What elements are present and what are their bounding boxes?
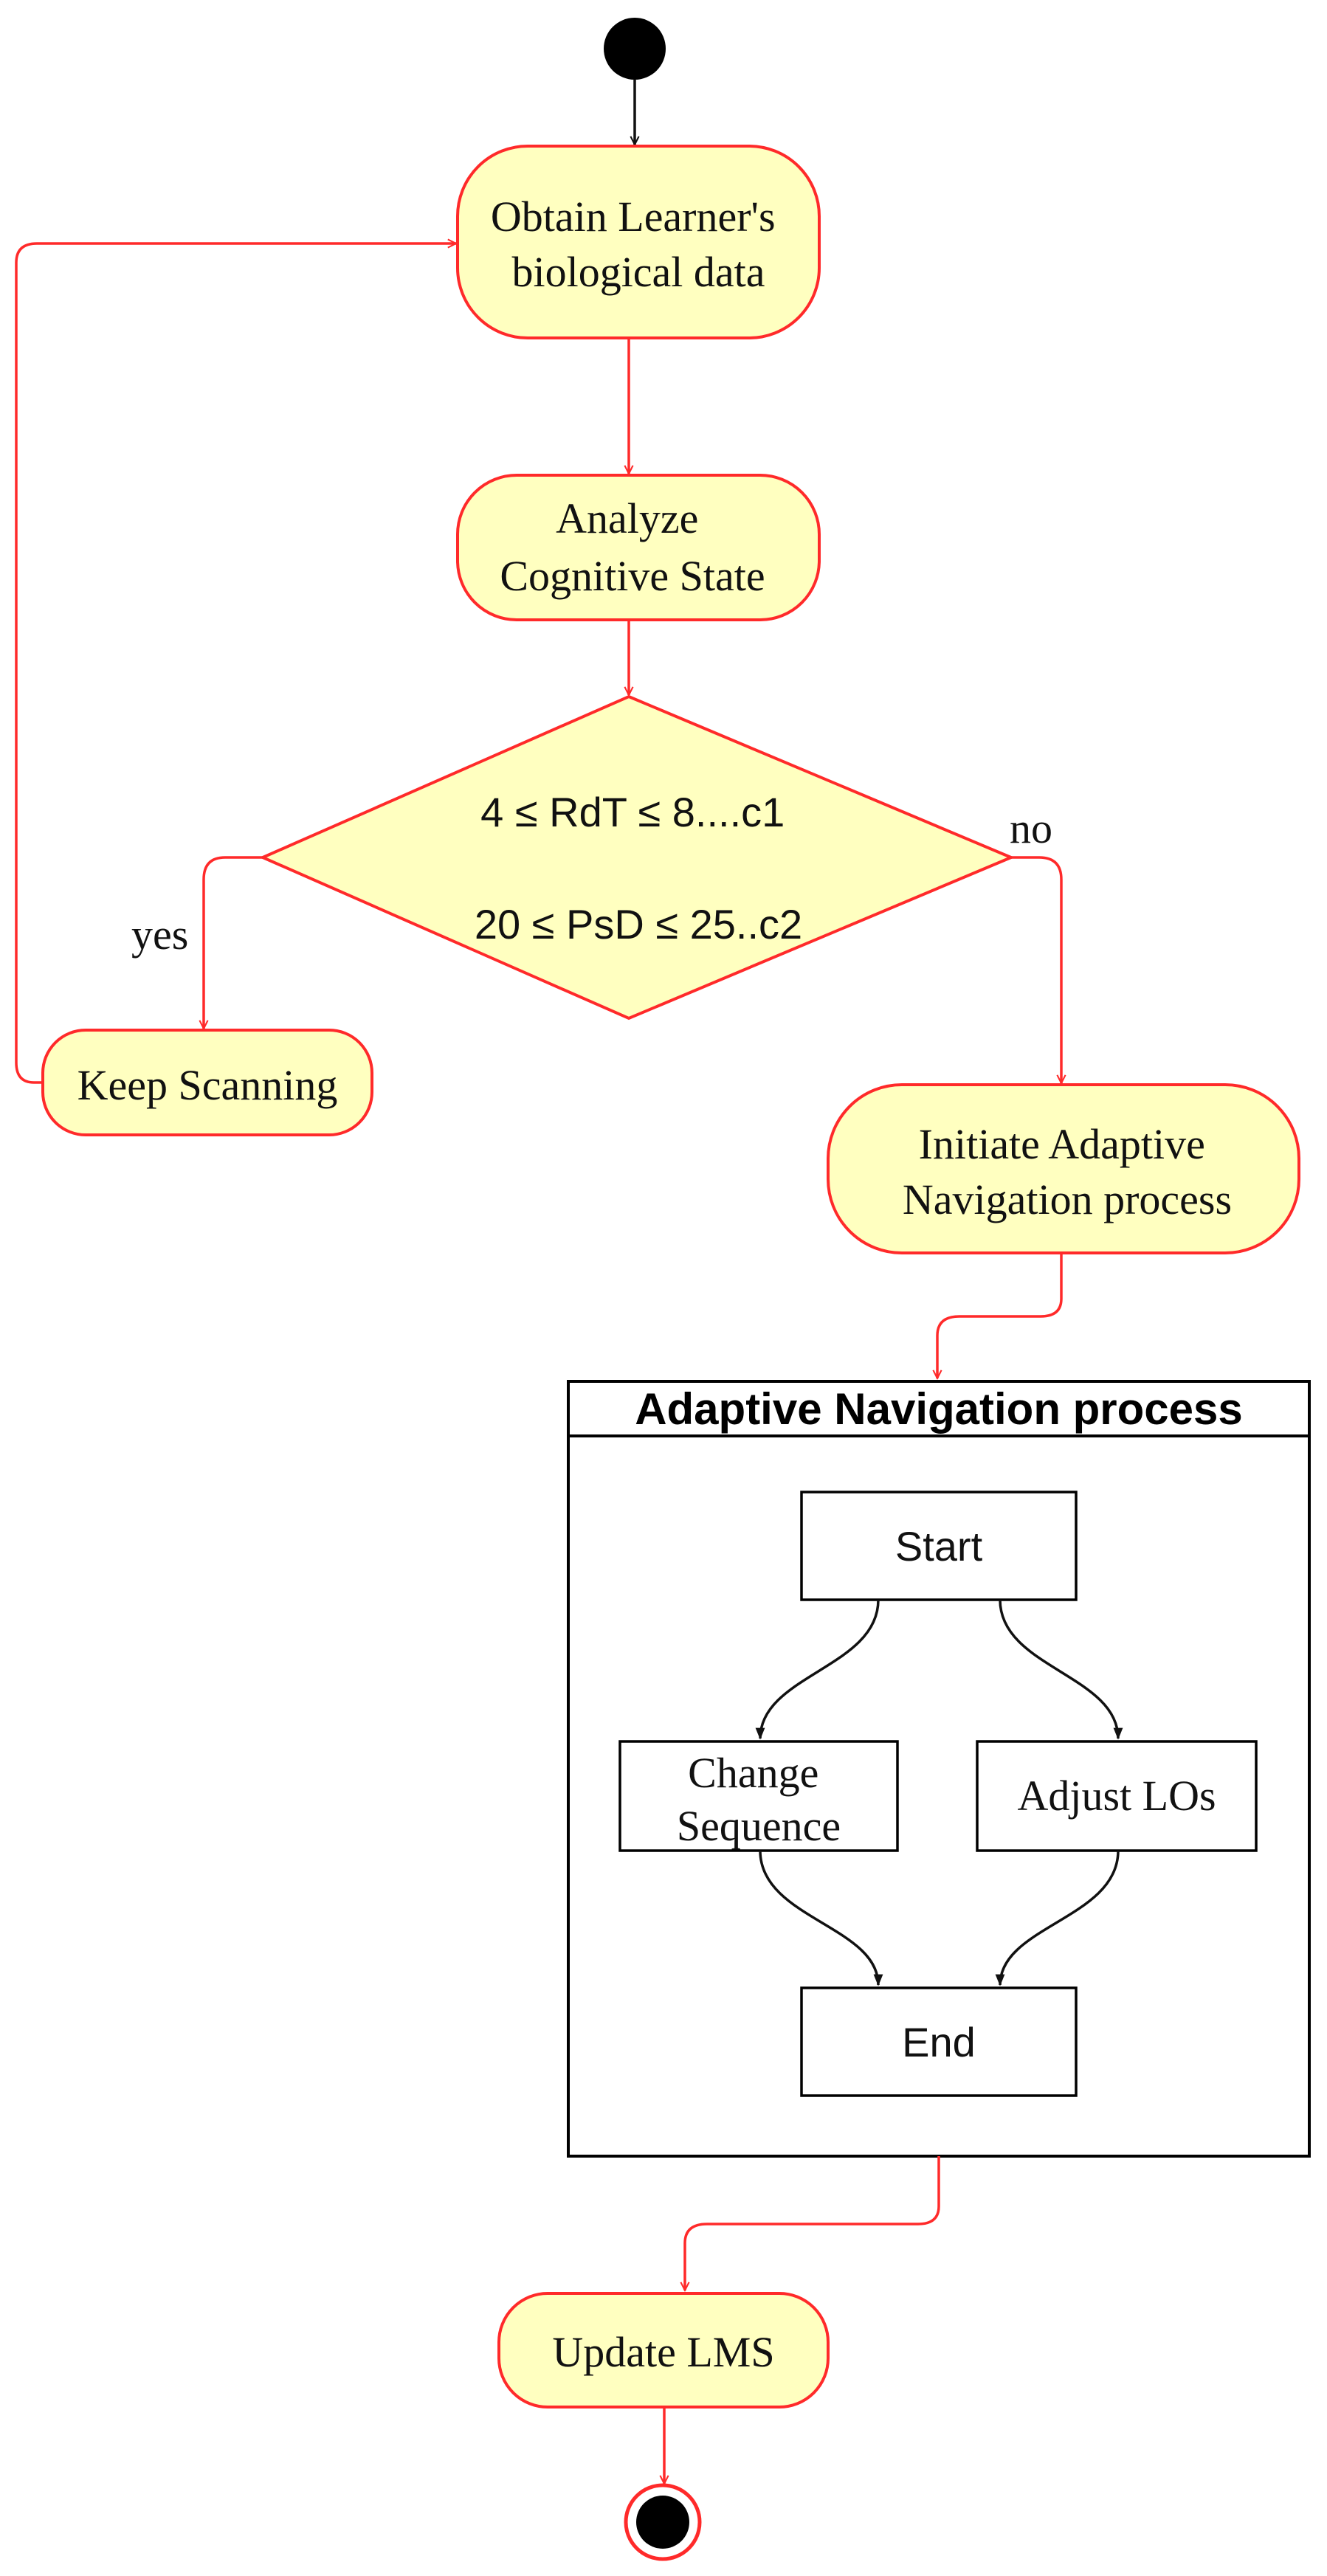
node-analyze[interactable]: Analyze Cognitive State: [456, 474, 821, 621]
node-update-lms[interactable]: Update LMS: [497, 2292, 830, 2408]
analyze-line-2: Cognitive State: [500, 552, 765, 600]
node-keep-scanning[interactable]: Keep Scanning: [41, 1029, 373, 1136]
node-start[interactable]: Start: [800, 1491, 1078, 1601]
edge-start-change: [755, 1599, 880, 1740]
keep-scanning-label: Keep Scanning: [77, 1061, 338, 1109]
svg-text:Analyze Cognitive State: Analyze Cognitive State: [500, 494, 765, 600]
svg-text:Change Sequence: Change Sequence: [677, 1749, 841, 1850]
edge-label-yes: yes: [131, 911, 188, 959]
edge-decision-keep: [204, 856, 263, 1029]
initiate-line-1: Initiate Adaptive: [919, 1120, 1205, 1168]
edge-group-update: [685, 2156, 940, 2290]
node-initiate-navigation[interactable]: Initiate Adaptive Navigation process: [827, 1083, 1300, 1254]
decision-node[interactable]: 4 ≤ RdT ≤ 8....c1 20 ≤ PsD ≤ 25..c2: [259, 694, 1016, 1021]
edge-decision-initiate: [1011, 856, 1061, 1083]
svg-text:Obtain Learner's biologi: Obtain Learner's biological data: [491, 193, 786, 296]
decision-condition-c2: 20 ≤ PsD ≤ 25..c2: [475, 901, 802, 947]
edge-adjust-end: [995, 1850, 1120, 1986]
node-change-sequence[interactable]: Change Sequence: [618, 1740, 899, 1852]
edge-keep-loop-obtain: [15, 244, 456, 1084]
node-end[interactable]: End: [800, 1986, 1078, 2097]
group-title: Adaptive Navigation process: [635, 1384, 1243, 1434]
obtain-line-1: Obtain Learner's: [491, 193, 776, 241]
end-label: End: [902, 2019, 976, 2065]
change-line-2: Sequence: [677, 1802, 841, 1850]
obtain-line-2: biological data: [511, 248, 765, 296]
initiate-line-2: Navigation process: [903, 1175, 1232, 1223]
edge-start-adjust: [999, 1599, 1123, 1740]
svg-text:Initiate Adaptive Naviga: Initiate Adaptive Navigation process: [903, 1120, 1232, 1223]
edge-label-no: no: [1010, 804, 1052, 852]
node-obtain-data[interactable]: Obtain Learner's biological data: [456, 145, 821, 339]
change-line-1: Change: [688, 1749, 818, 1797]
final-node: [624, 2483, 702, 2561]
analyze-line-1: Analyze: [556, 494, 698, 542]
initial-node: [604, 18, 666, 80]
svg-text:4 ≤ RdT ≤ 8....c1 20 ≤: 4 ≤ RdT ≤ 8....c1 20 ≤ PsD ≤ 25..c2: [475, 789, 802, 947]
decision-condition-c1: 4 ≤ RdT ≤ 8....c1: [480, 789, 785, 835]
start-label: Start: [895, 1523, 983, 1570]
update-lms-label: Update LMS: [552, 2328, 774, 2376]
edge-change-end: [759, 1850, 883, 1986]
node-adjust-los[interactable]: Adjust LOs: [976, 1740, 1258, 1852]
adjust-label: Adjust LOs: [1017, 1772, 1216, 1820]
edge-initiate-group: [937, 1253, 1063, 1378]
